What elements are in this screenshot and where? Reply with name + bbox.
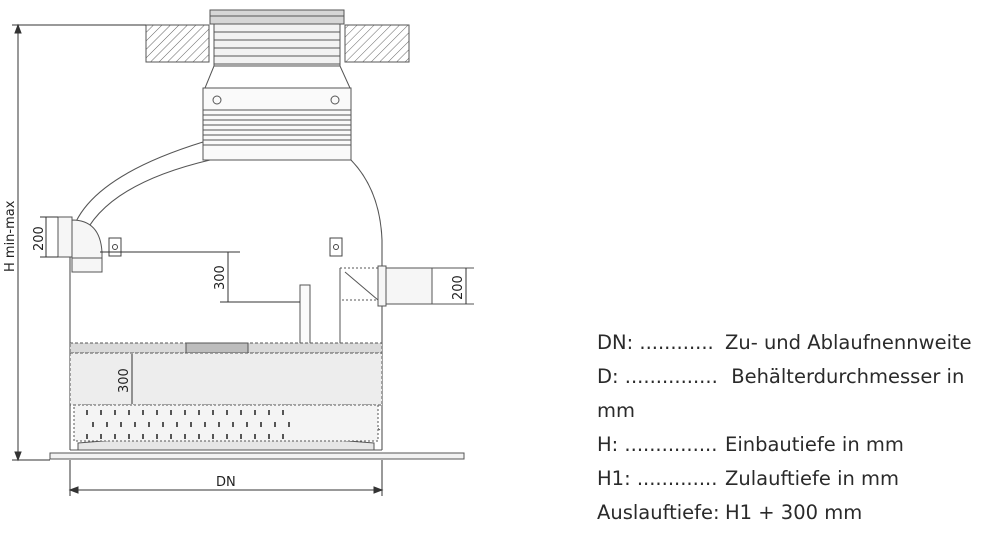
- legend-key: H: ...............: [597, 433, 718, 456]
- legend-row-dn: DN: ............ Zu- und Ablaufnennweite: [597, 326, 982, 360]
- legend-row-h: H: ............... Einbautiefe in mm: [597, 428, 982, 462]
- tank-section-drawing: H min-max 200 300 200 300 DN: [3, 9, 474, 496]
- legend-row-outlet-depth: Auslauftiefe: H1 + 300 mm: [597, 496, 982, 530]
- legend-value: Zu- und Ablaufnennweite: [725, 331, 972, 354]
- legend-key: D: ...............: [597, 365, 718, 388]
- filter-media: [69, 352, 383, 442]
- label-filter: 300: [117, 368, 132, 393]
- label-outlet-pipe: 200: [451, 275, 466, 300]
- legend-row-h1: H1: ............. Zulauftiefe in mm: [597, 462, 982, 496]
- legend: DN: ............ Zu- und Ablaufnennweite…: [597, 326, 982, 530]
- filter-band-upper: [69, 342, 383, 354]
- dimension-inlet-pipe: [40, 216, 58, 258]
- inlet-pipe: [57, 216, 103, 273]
- label-total-height: H min-max: [3, 200, 18, 272]
- legend-value: Behälterdurchmesser in mm: [597, 365, 965, 422]
- legend-row-d: D: ............... Behälterdurchmesser i…: [597, 360, 982, 428]
- legend-key: Auslauftiefe:: [597, 501, 720, 524]
- dimension-baffle: [100, 251, 300, 303]
- dimension-total-height: [12, 23, 146, 462]
- outlet-pipe: [339, 265, 474, 307]
- label-baffle: 300: [213, 265, 228, 290]
- manhole-cover: [209, 9, 345, 67]
- telescope-shaft: [202, 65, 352, 161]
- legend-value: Einbautiefe in mm: [725, 433, 904, 456]
- ground-slab: [145, 24, 410, 63]
- legend-key: H1: .............: [597, 467, 718, 490]
- mount-bracket-right: [329, 237, 343, 257]
- legend-key: DN: ............: [597, 331, 714, 354]
- mount-bracket-left: [108, 237, 122, 257]
- dimension-diameter: [68, 460, 384, 496]
- label-diameter: DN: [216, 475, 236, 490]
- label-inlet-pipe: 200: [32, 226, 47, 251]
- legend-value: Zulauftiefe in mm: [725, 467, 900, 490]
- legend-value: H1 + 300 mm: [725, 501, 863, 524]
